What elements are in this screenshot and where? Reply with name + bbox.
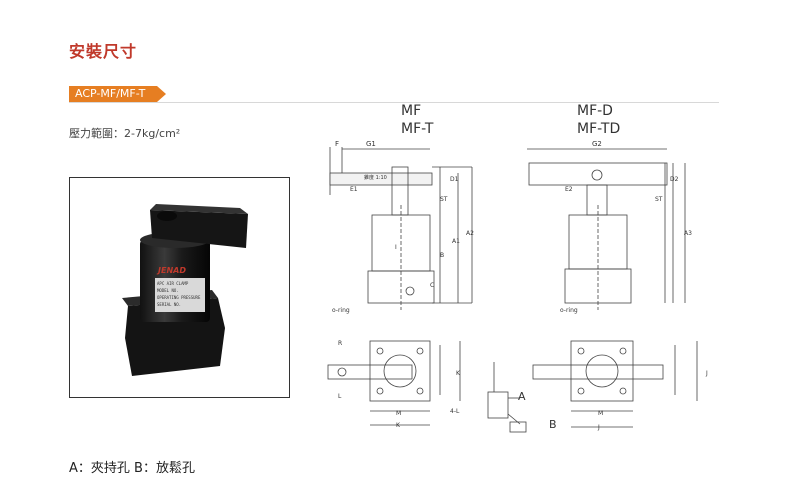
pneumatic-symbol — [487, 362, 527, 433]
nameplate: APC AIR CLAMP MODEL NO. OPERATING PRESSU… — [157, 280, 200, 308]
label-oring-left: o-ring — [332, 307, 350, 314]
label-j-side: J — [706, 370, 708, 377]
label-c: C — [430, 282, 435, 289]
mf-d-plan-drawing — [532, 340, 698, 428]
label-a3: A3 — [684, 230, 692, 237]
label-k-side: K — [456, 370, 460, 377]
model-mf: MF — [401, 103, 422, 119]
label-g2: G2 — [592, 140, 602, 148]
label-r: R — [338, 340, 343, 347]
plate-line: SERIAL NO. — [157, 302, 182, 307]
plate-line: MODEL NO. — [157, 288, 179, 293]
section-title: 安裝尺寸 — [69, 42, 138, 61]
label-d1: D1 — [450, 176, 459, 183]
label-b: B — [440, 252, 445, 259]
label-e2: E2 — [565, 186, 573, 193]
model-mf-t: MF-T — [401, 121, 434, 137]
label-taper: 錐度 1:10 — [364, 175, 387, 181]
label-oring-right: o-ring — [560, 307, 578, 314]
plate-line: APC AIR CLAMP — [157, 281, 189, 286]
mf-plan-drawing — [327, 340, 461, 426]
model-tag: ACP-MF/MF-T — [69, 86, 167, 102]
plate-line: OPERATING PRESSURE — [157, 295, 201, 300]
label-a2: A2 — [466, 230, 474, 237]
pressure-range: 壓力範圍：2-7kg/cm² — [69, 127, 181, 140]
label-e1: E1 — [350, 186, 358, 193]
label-d2: D2 — [670, 176, 679, 183]
mf-elevation-drawing — [329, 147, 473, 310]
label-l: L — [338, 393, 342, 400]
label-k: K — [396, 422, 400, 429]
mf-d-elevation-drawing — [527, 148, 686, 310]
model-mf-d: MF-D — [577, 103, 613, 119]
label-m-right: M — [598, 410, 604, 417]
label-st-right: ST — [655, 196, 663, 203]
product-photo: JENAD APC AIR CLAMP MODEL NO. OPERATING … — [69, 177, 290, 398]
label-g1: G1 — [366, 140, 376, 148]
brand-label: JENAD — [158, 266, 186, 275]
port-b-label: B — [549, 418, 557, 431]
port-legend: A：夾持孔 B：放鬆孔 — [69, 461, 195, 476]
label-hole: 4-L — [450, 408, 460, 415]
label-j-right: J — [598, 424, 600, 431]
port-a-label: A — [518, 390, 526, 403]
label-a1: A1 — [452, 238, 460, 245]
label-f: F — [335, 140, 340, 148]
model-mf-td: MF-TD — [577, 121, 621, 137]
label-i: I — [395, 244, 397, 251]
label-m: M — [396, 410, 402, 417]
divider — [69, 102, 719, 103]
label-st: ST — [440, 196, 448, 203]
